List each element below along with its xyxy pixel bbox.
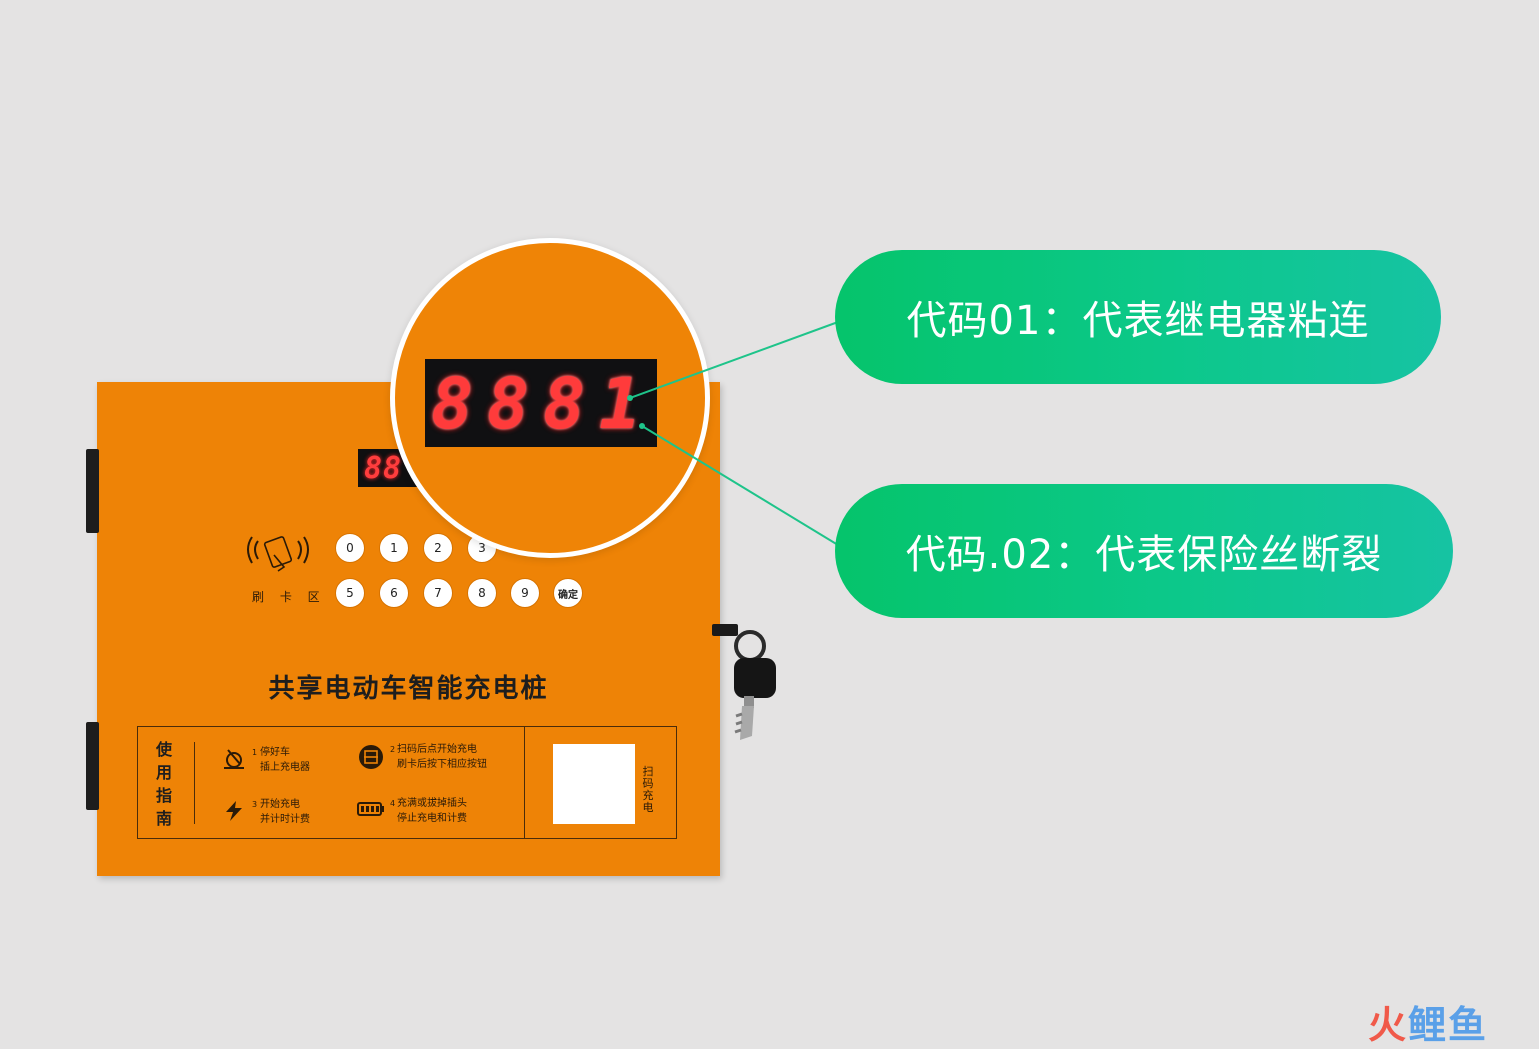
watermark-logo: 火鲤鱼 xyxy=(1368,994,1488,1049)
step-1-line1: 停好车 xyxy=(260,747,290,758)
step-1-num: 1 xyxy=(252,748,258,757)
led-digit-2: 8 xyxy=(487,363,530,445)
rfid-label: 刷 卡 区 xyxy=(252,590,326,604)
key-5[interactable]: 5 xyxy=(335,578,365,608)
step-3-num: 3 xyxy=(252,800,258,809)
key-1[interactable]: 1 xyxy=(379,533,409,563)
connector-dot-2 xyxy=(639,423,645,429)
confirm-key[interactable]: 确定 xyxy=(553,578,583,608)
watermark-part2: 鲤鱼 xyxy=(1408,1003,1489,1047)
callout-code-02: 代码.02：代表保险丝断裂 xyxy=(835,484,1453,618)
key-icon xyxy=(712,624,776,740)
device-title: 共享电动车智能充电桩 xyxy=(268,674,549,704)
charging-bolt-icon xyxy=(226,801,242,821)
led-digit-1: 8 xyxy=(431,363,474,445)
callout-code-01: 代码01：代表继电器粘连 xyxy=(835,250,1441,384)
scan-to-charge-label: 扫码充电 xyxy=(642,765,654,814)
scan-icon xyxy=(359,745,383,769)
led-display-zoomed: 8 8 8 1 xyxy=(425,359,657,447)
step-2-num: 2 xyxy=(390,745,396,754)
key-8[interactable]: 8 xyxy=(467,578,497,608)
connector-line-2 xyxy=(641,425,839,546)
step-2-line2: 刷卡后按下相应按钮 xyxy=(397,759,487,770)
step-3-line2: 并计时计费 xyxy=(260,814,310,825)
led-digit-4: 1 xyxy=(599,363,642,445)
bottom-hinge xyxy=(86,722,99,810)
parking-icon xyxy=(224,749,244,769)
connector-line-1 xyxy=(629,321,839,399)
small-led-text: 88 xyxy=(364,451,403,486)
qr-code-placeholder[interactable] xyxy=(553,744,635,824)
battery-icon xyxy=(357,802,384,816)
step-4-num: 4 xyxy=(390,799,396,808)
step-2-line1: 扫码后点开始充电 xyxy=(397,744,477,755)
top-hinge xyxy=(86,449,99,533)
connector-dot-1 xyxy=(627,395,633,401)
usage-guide-box xyxy=(137,726,677,839)
rfid-card-icon xyxy=(247,536,309,572)
step-1-line2: 插上充电器 xyxy=(260,762,310,773)
step-4-line1: 充满或拔掉插头 xyxy=(397,798,467,809)
step-3-line1: 开始充电 xyxy=(260,799,300,810)
watermark-part1: 火 xyxy=(1368,1003,1409,1047)
step-4-line2: 停止充电和计费 xyxy=(397,813,467,824)
key-6[interactable]: 6 xyxy=(379,578,409,608)
usage-guide-title: 使用指南 xyxy=(155,740,172,828)
guide-title-divider xyxy=(194,742,195,824)
key-9[interactable]: 9 xyxy=(510,578,540,608)
key-0[interactable]: 0 xyxy=(335,533,365,563)
led-digit-3: 8 xyxy=(543,363,586,445)
guide-divider xyxy=(524,726,525,839)
key-7[interactable]: 7 xyxy=(423,578,453,608)
key-2[interactable]: 2 xyxy=(423,533,453,563)
